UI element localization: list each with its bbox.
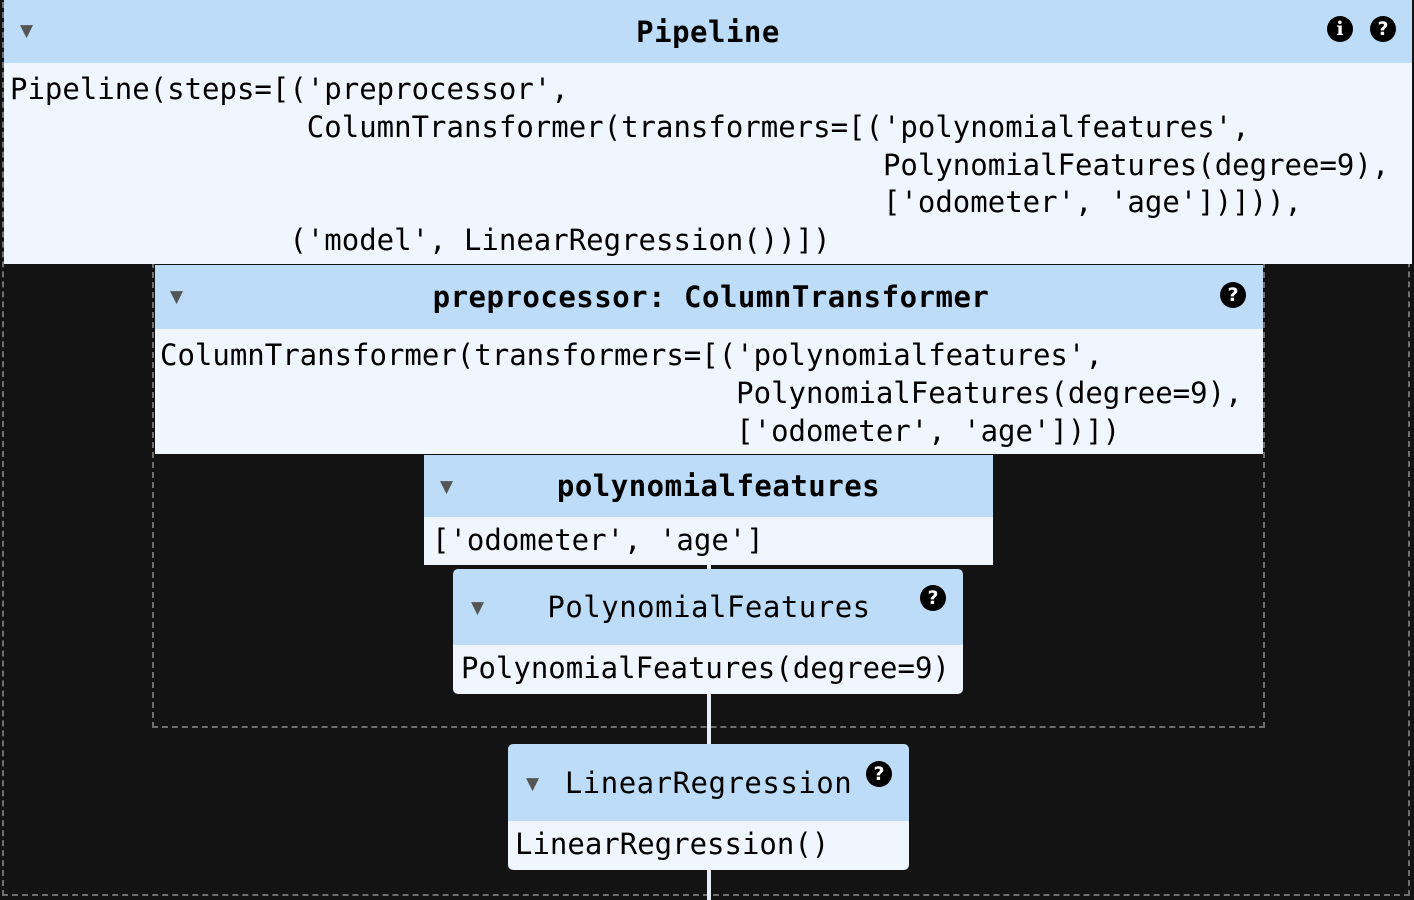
polynomialfeatures-estimator: ▼ PolynomialFeatures ? PolynomialFeature… xyxy=(453,569,963,694)
preprocessor-header[interactable]: ▼ preprocessor: ColumnTransformer ? xyxy=(155,265,1263,329)
chevron-down-icon[interactable]: ▼ xyxy=(170,287,184,307)
chevron-down-icon[interactable]: ▼ xyxy=(440,477,454,497)
linearregression-repr: LinearRegression() xyxy=(515,827,830,861)
polynomialfeatures-repr-panel: PolynomialFeatures(degree=9) xyxy=(453,645,963,694)
polynomialfeatures-columns-panel: ['odometer', 'age'] xyxy=(424,517,993,565)
pipeline-estimator: ▼ Pipeline i ? Pipeline(steps=[('preproc… xyxy=(4,0,1412,264)
pipeline-repr: Pipeline(steps=[('preprocessor', ColumnT… xyxy=(10,72,1390,258)
preprocessor-title: preprocessor: ColumnTransformer xyxy=(432,280,990,314)
preprocessor-estimator: ▼ preprocessor: ColumnTransformer ? Colu… xyxy=(155,265,1263,454)
pipeline-repr-panel: Pipeline(steps=[('preprocessor', ColumnT… xyxy=(4,63,1412,264)
preprocessor-repr-panel: ColumnTransformer(transformers=[('polyno… xyxy=(155,329,1263,454)
polynomialfeatures-group: ▼ polynomialfeatures ['odometer', 'age'] xyxy=(424,455,993,565)
polynomialfeatures-header[interactable]: ▼ PolynomialFeatures ? xyxy=(453,569,963,645)
pipeline-title: Pipeline xyxy=(636,14,780,49)
help-icon[interactable]: ? xyxy=(1220,282,1246,308)
chevron-down-icon[interactable]: ▼ xyxy=(20,21,34,41)
linearregression-repr-panel: LinearRegression() xyxy=(508,821,909,870)
preprocessor-repr: ColumnTransformer(transformers=[('polyno… xyxy=(160,338,1243,448)
help-icon[interactable]: ? xyxy=(866,761,892,787)
linearregression-title: LinearRegression xyxy=(564,765,853,800)
connector-line xyxy=(707,870,711,900)
info-icon[interactable]: i xyxy=(1327,16,1353,42)
polynomialfeatures-title: PolynomialFeatures xyxy=(547,590,871,624)
polynomialfeatures-group-header[interactable]: ▼ polynomialfeatures xyxy=(424,455,993,517)
polynomialfeatures-repr: PolynomialFeatures(degree=9) xyxy=(461,651,950,685)
polynomialfeatures-columns: ['odometer', 'age'] xyxy=(432,523,764,557)
chevron-down-icon[interactable]: ▼ xyxy=(526,774,540,794)
linearregression-estimator: ▼ LinearRegression ? LinearRegression() xyxy=(508,744,909,870)
connector-line xyxy=(707,694,711,744)
chevron-down-icon[interactable]: ▼ xyxy=(471,598,485,618)
help-icon[interactable]: ? xyxy=(920,585,946,611)
linearregression-header[interactable]: ▼ LinearRegression ? xyxy=(508,744,909,821)
help-icon[interactable]: ? xyxy=(1370,16,1396,42)
connector-line xyxy=(707,565,711,570)
polynomialfeatures-group-title: polynomialfeatures xyxy=(556,469,881,503)
pipeline-header[interactable]: ▼ Pipeline i ? xyxy=(4,0,1412,63)
